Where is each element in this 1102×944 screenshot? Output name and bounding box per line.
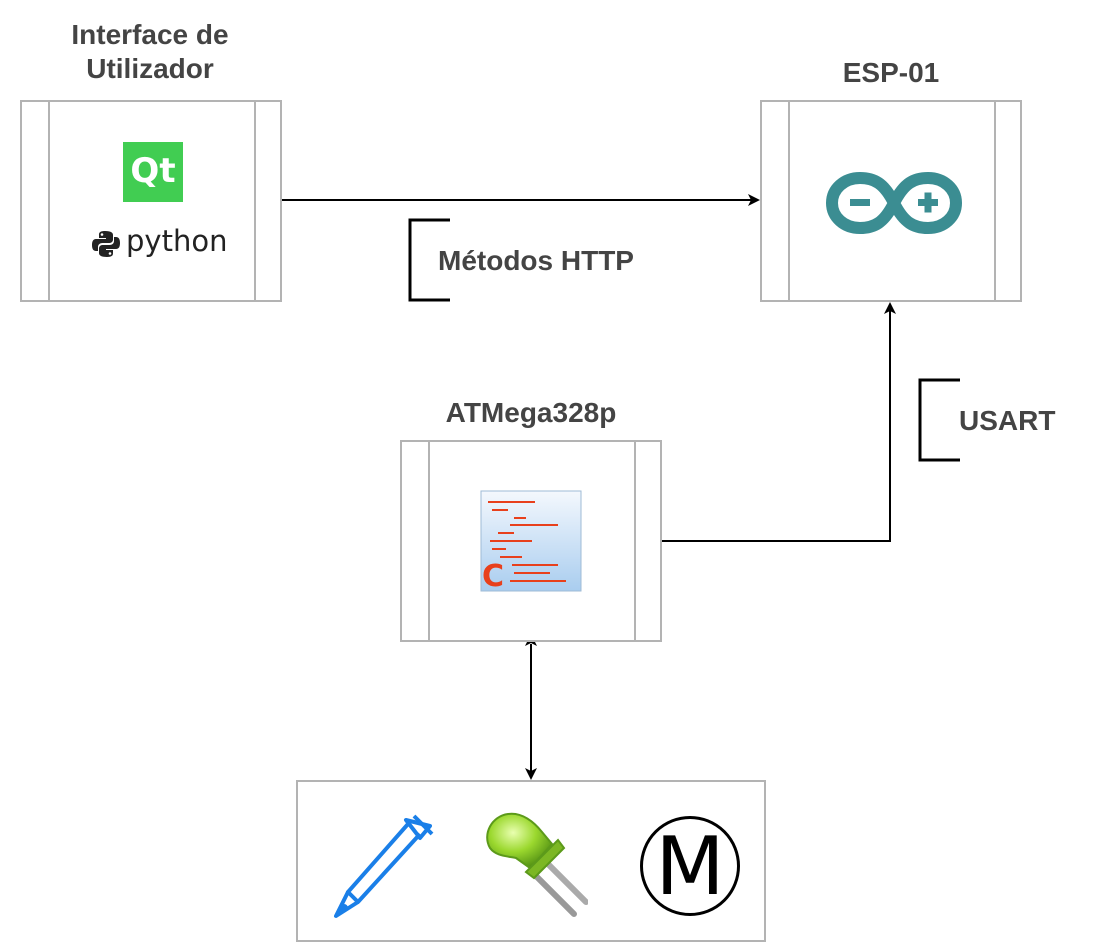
usart-edge-label: USART — [959, 405, 1056, 436]
motor-symbol: M — [655, 820, 725, 913]
pen-icon — [334, 814, 434, 918]
python-wordmark: python — [126, 224, 228, 258]
esp-node — [760, 100, 1022, 302]
usart-annotation-bracket — [918, 378, 960, 462]
http-edge-label: Métodos HTTP — [438, 245, 634, 276]
c-code-file-icon: C — [480, 490, 582, 592]
svg-text:C: C — [482, 559, 504, 592]
http-annotation-bracket — [408, 218, 450, 302]
qt-logo-icon: Qt — [123, 142, 183, 202]
ui-node: Qt python — [20, 100, 282, 302]
usart-edge — [662, 302, 896, 542]
led-icon — [486, 812, 588, 917]
motor-icon: M — [640, 816, 740, 916]
peripherals-node: M — [296, 780, 766, 942]
python-logo-icon: python — [90, 224, 227, 260]
esp-node-title: ESP-01 — [842, 57, 940, 88]
atmega-node: C — [400, 440, 662, 642]
arduino-logo-icon — [825, 171, 963, 235]
atmega-node-title: ATMega328p — [445, 397, 617, 428]
ui-node-title: Interface de Utilizador — [71, 19, 229, 84]
